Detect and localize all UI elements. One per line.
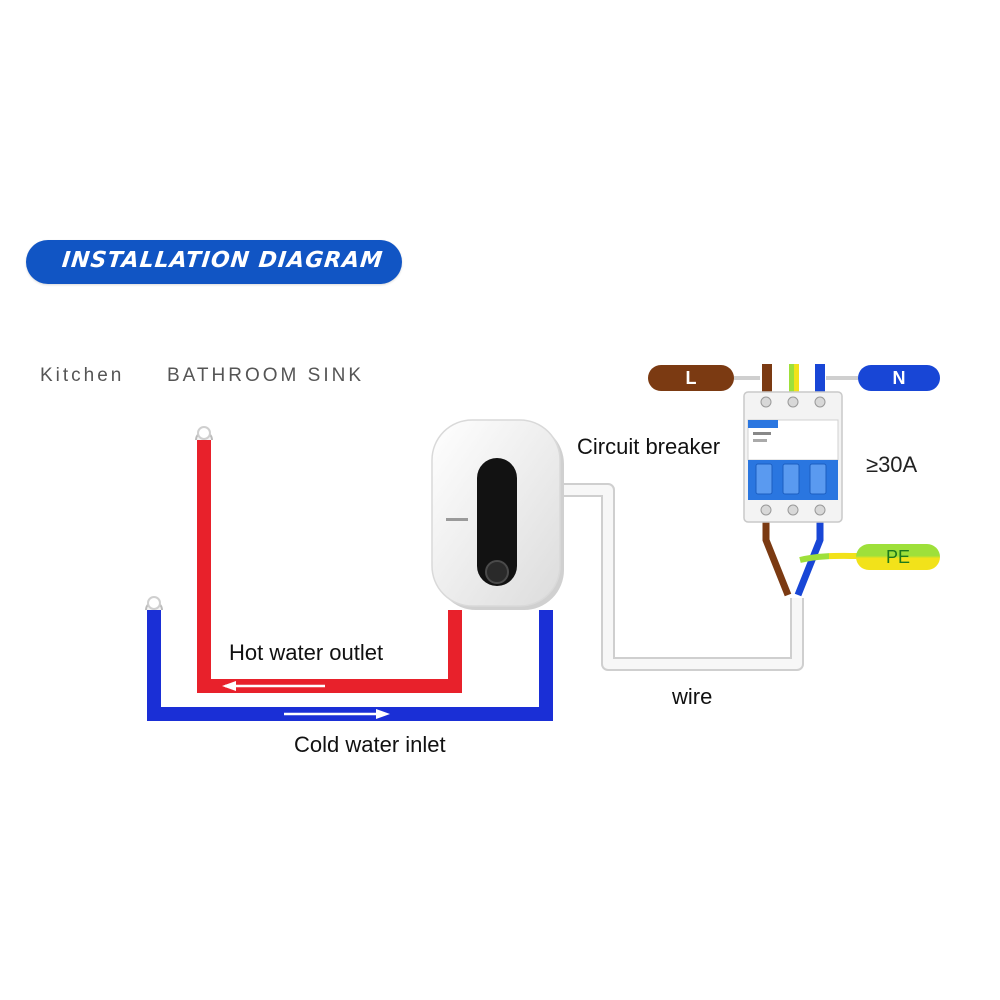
cold-water-pipe <box>147 610 553 721</box>
line-terminal-tag: L <box>648 365 734 391</box>
cold-tap-icon <box>145 596 163 611</box>
title-banner: INSTALLATION DIAGRAM <box>26 240 402 284</box>
hot-tap-icon <box>195 426 213 441</box>
breaker-output-wires <box>762 520 859 597</box>
bathroom-sink-label: BATHROOM SINK <box>167 365 364 386</box>
kitchen-label: Kitchen <box>40 365 125 386</box>
circuit-breaker-label: Circuit breaker <box>577 434 721 459</box>
water-heater-icon <box>431 419 564 610</box>
cold-water-inlet-label: Cold water inlet <box>294 732 446 757</box>
circuit-breaker-icon <box>743 391 843 523</box>
power-cable <box>560 483 804 671</box>
breaker-input-wires <box>734 364 858 392</box>
hot-water-outlet-label: Hot water outlet <box>229 640 384 665</box>
neutral-terminal-tag: N <box>858 365 940 391</box>
hot-water-pipe <box>197 440 462 693</box>
earth-terminal-tag: PE <box>856 544 940 570</box>
wire-label: wire <box>672 684 713 709</box>
current-rating-label: ≥30A <box>866 452 918 477</box>
